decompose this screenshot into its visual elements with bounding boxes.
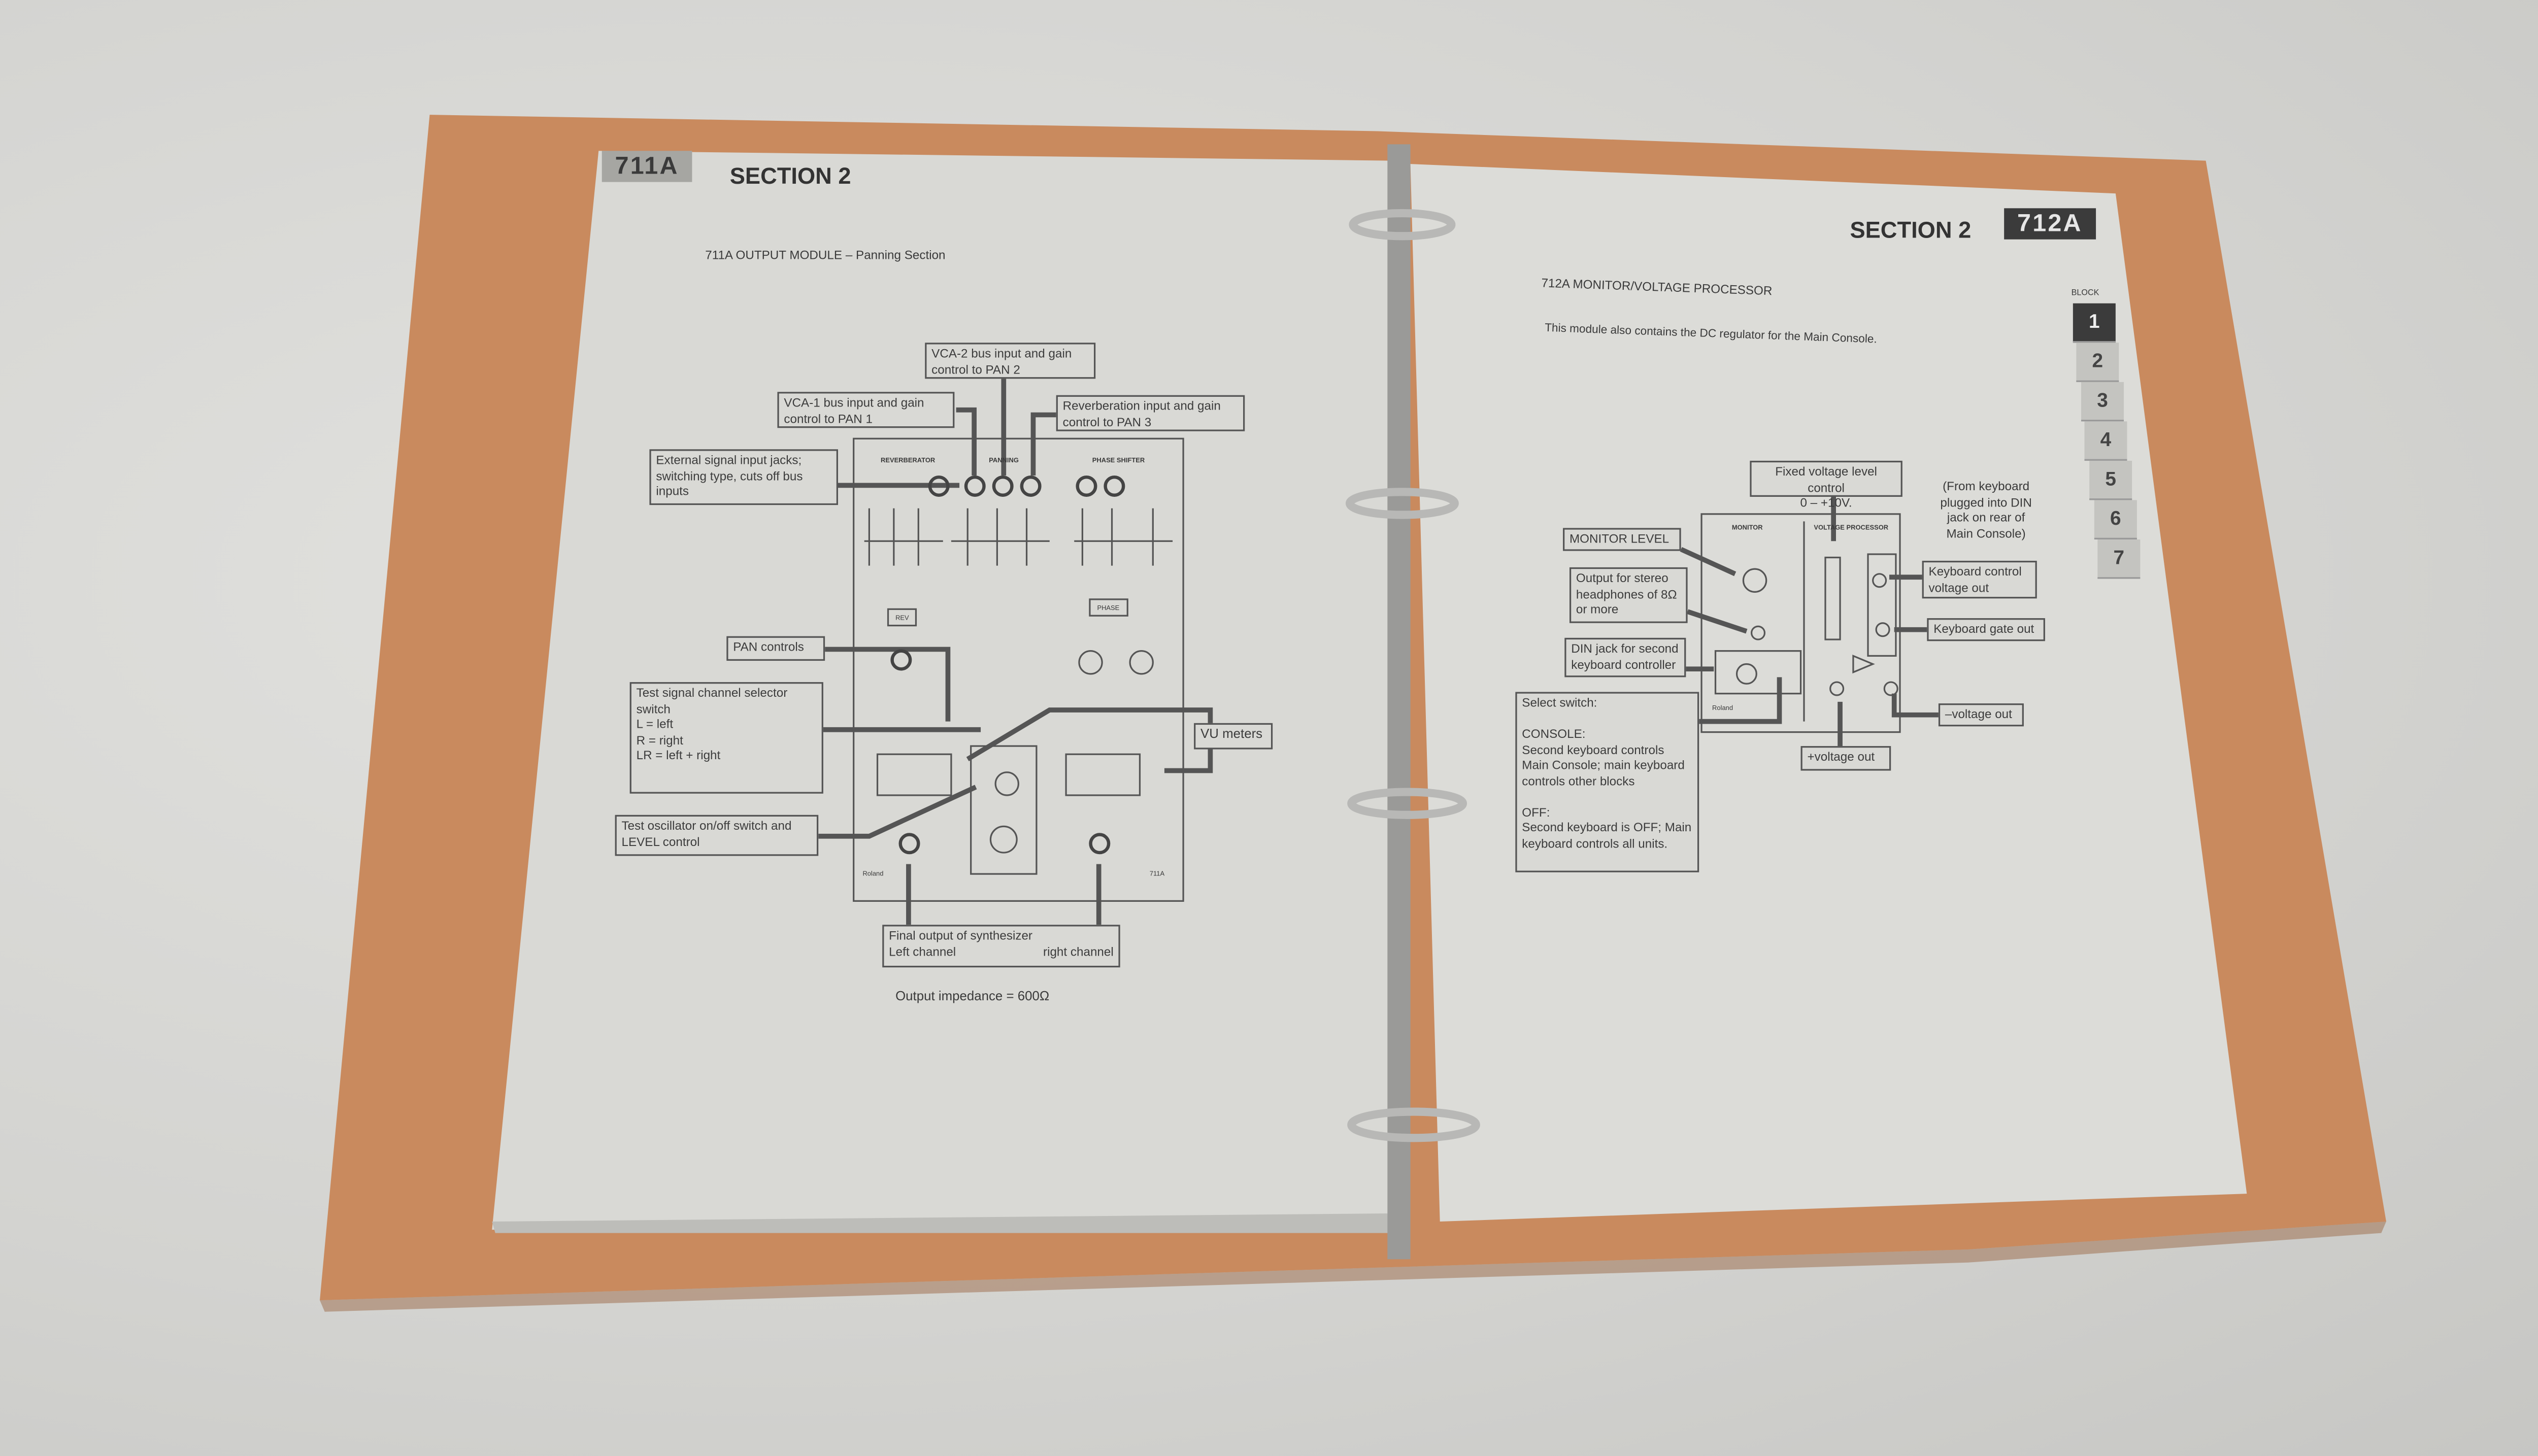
subtitle-suffix: – Panning Section (845, 247, 946, 262)
jack-icon (992, 475, 1014, 497)
jack-icon (964, 475, 986, 497)
callout-headphones-output: Output for stereo headphones of 8Ω or mo… (1569, 567, 1688, 623)
final-output-title: Final output of synthesizer (889, 928, 1033, 943)
left-channel-label: Left channel (889, 943, 956, 959)
panel-label-voltage-processor: VOLTAGE PROCESSOR (1814, 523, 1889, 531)
block-tab-5[interactable]: 5 (2089, 460, 2132, 500)
callout-plus-voltage: +voltage out (1800, 746, 1891, 771)
callout-fixed-voltage: Fixed voltage level control 0 – +10V. (1750, 460, 1902, 510)
output-module-panel: REVERBERATOR PANNING PHASE SHIFTER REV P… (853, 437, 1184, 902)
note-from-keyboard: (From keyboard plugged into DIN jack on … (1940, 479, 2032, 540)
block-tab-2[interactable]: 2 (2076, 343, 2119, 382)
jack-icon (890, 649, 912, 671)
callout-vca1: VCA-1 bus input and gain control to PAN … (777, 392, 955, 428)
module-badge-711a: 711A (602, 151, 692, 182)
left-page-subtitle: 711A OUTPUT MODULE – Panning Section (705, 248, 945, 262)
callout-vca2: VCA-2 bus input and gain control to PAN … (925, 343, 1096, 379)
jack-icon (1089, 833, 1111, 855)
module-badge-712a: 712A (2004, 208, 2096, 240)
callout-external-inputs: External signal input jacks; switching t… (649, 449, 838, 505)
panel-label-phase-shifter: PHASE SHIFTER (1092, 456, 1145, 464)
jack-icon (898, 833, 920, 855)
jack-icon (1076, 475, 1097, 497)
callout-final-output: Final output of synthesizer Left channel… (882, 925, 1120, 968)
callout-select-switch: Select switch: CONSOLE: Second keyboard … (1515, 692, 1699, 872)
block-tab-3[interactable]: 3 (2081, 382, 2124, 422)
binder-rings (1345, 209, 1480, 1142)
panel-brand: Roland (1712, 703, 1733, 712)
output-impedance-note: Output impedance = 600Ω (895, 989, 1050, 1004)
right-channel-label: right channel (1043, 943, 1114, 959)
panel-brand: Roland (862, 869, 884, 877)
block-tab-7[interactable]: 7 (2097, 539, 2141, 579)
rev-button: REV (887, 608, 917, 627)
block-tab-6[interactable]: 6 (2094, 500, 2137, 539)
right-diagram-arrows (1680, 496, 1939, 747)
jack-icon (1104, 475, 1125, 497)
section-heading-right: SECTION 2 (1850, 216, 1972, 243)
final-output-channels: Left channel right channel (889, 943, 1114, 959)
left-diagram-arrows (818, 377, 1213, 925)
monitor-voltage-panel: MONITOR VOLTAGE PROCESSOR Roland (1700, 513, 1901, 733)
folder-shadow (320, 1222, 2386, 1312)
callout-reverb: Reverberation input and gain control to … (1056, 395, 1245, 431)
callout-test-signal: Test signal channel selector switch L = … (629, 682, 823, 794)
binder-spine (1387, 144, 1411, 1260)
callout-keyboard-gate: Keyboard gate out (1927, 618, 2045, 641)
left-page-edge (492, 1213, 1394, 1233)
left-panel-drawing (864, 508, 1173, 875)
subtitle-main: 711A OUTPUT MODULE (705, 247, 843, 262)
jack-icon (928, 475, 950, 497)
phase-button: PHASE (1089, 598, 1128, 617)
block-tab-1[interactable]: 1 (2073, 303, 2116, 343)
ring-icon (1345, 488, 1459, 519)
panel-label-monitor: MONITOR (1731, 523, 1763, 531)
panel-label-reverberator: REVERBERATOR (880, 456, 936, 464)
callout-test-oscillator: Test oscillator on/off switch and LEVEL … (615, 815, 819, 856)
panel-model: 711A (1149, 869, 1165, 877)
ring-icon (1349, 209, 1456, 241)
ring-icon (1347, 1107, 1480, 1142)
callout-minus-voltage: –voltage out (1938, 703, 2024, 727)
callout-monitor-level: MONITOR LEVEL (1563, 528, 1681, 551)
callout-vu-meters: VU meters (1194, 723, 1273, 750)
right-panel-drawing (1714, 521, 1898, 722)
callout-keyboard-cv: Keyboard control voltage out (1922, 560, 2037, 599)
section-heading-left: SECTION 2 (729, 162, 851, 189)
jack-icon (1020, 475, 1042, 497)
block-tab-4[interactable]: 4 (2084, 421, 2127, 461)
callout-pan-controls: PAN controls (726, 636, 825, 661)
right-page (1410, 164, 2247, 1222)
block-label: BLOCK (2071, 288, 2099, 299)
callout-din-jack: DIN jack for second keyboard controller (1564, 637, 1686, 678)
ring-icon (1347, 788, 1467, 819)
panel-label-panning: PANNING (989, 456, 1019, 464)
